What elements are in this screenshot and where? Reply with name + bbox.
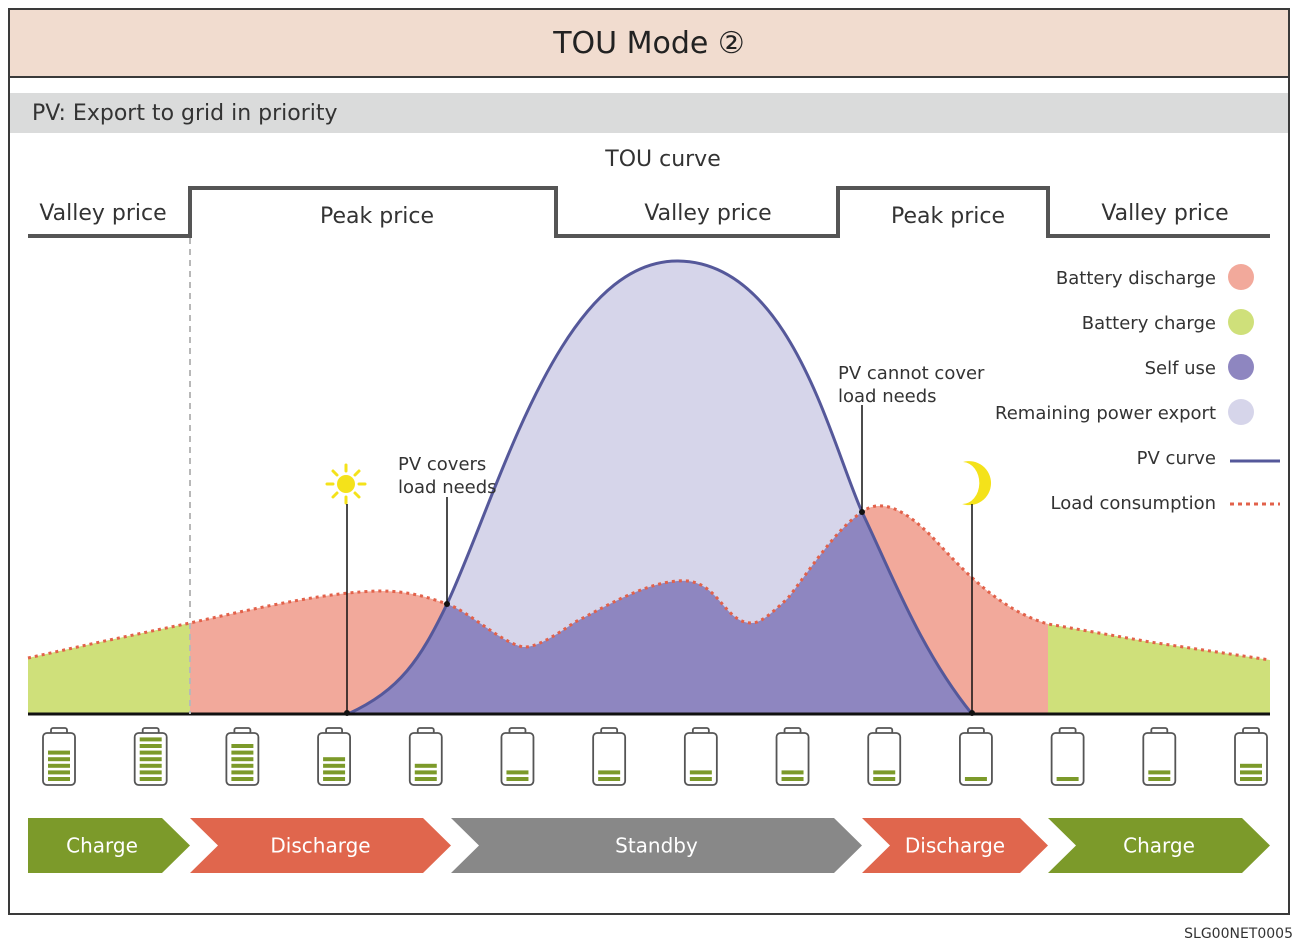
battery-discharge-area-evening [862, 505, 1048, 714]
battery-icon [225, 727, 260, 786]
annotation-pv-covers-line2: load needs [398, 477, 497, 498]
mode-label: Charge [1123, 834, 1195, 858]
mode-label: Discharge [270, 834, 370, 858]
battery-level-row [42, 727, 1268, 786]
tou-price-step-line [28, 186, 1270, 238]
subtitle-bar: PV: Export to grid in priority [10, 93, 1288, 133]
pv-curve-line [347, 259, 974, 716]
battery-icon [592, 727, 627, 786]
legend-label: Load consumption [1051, 493, 1216, 514]
legend-label: Self use [1145, 358, 1216, 379]
sunset-point [969, 710, 975, 716]
legend-swatch [1228, 309, 1254, 335]
battery-icon [683, 727, 718, 786]
battery-icon [775, 727, 810, 786]
mode-arrow-row: Charge Discharge Standby Discharge Charge [28, 818, 1270, 873]
legend-swatch [1228, 264, 1254, 290]
price-label-valley-1: Valley price [39, 201, 166, 226]
annotation-pv-cannot-cover-line1: PV cannot cover [838, 363, 985, 384]
legend-swatch [1228, 354, 1254, 380]
battery-icon [42, 727, 76, 786]
legend-label: Battery charge [1082, 313, 1216, 334]
mode-label: Standby [615, 834, 698, 858]
annotation-pv-covers-line1: PV covers [398, 454, 486, 475]
price-label-peak-1: Peak price [320, 204, 434, 229]
battery-icon [959, 727, 993, 786]
mode-arrow [190, 818, 451, 873]
mode-arrow [28, 818, 190, 873]
sunrise-point [344, 710, 350, 716]
battery-icon [1234, 727, 1268, 786]
battery-icon [317, 727, 351, 786]
battery-icon [867, 727, 902, 786]
page-title: TOU Mode ② [553, 25, 745, 61]
battery-icon [133, 727, 168, 786]
moon-icon [962, 461, 992, 506]
battery-icon [1142, 727, 1177, 786]
legend-label: PV curve [1137, 448, 1216, 469]
price-label-peak-2: Peak price [891, 204, 1005, 229]
title-bar: TOU Mode ② [10, 10, 1288, 78]
mode-arrow [1048, 818, 1270, 873]
battery-icon [500, 727, 535, 786]
legend-label: Battery discharge [1056, 268, 1216, 289]
legend-label: Remaining power export [995, 403, 1216, 424]
battery-icon [408, 727, 443, 786]
legend-swatch [1228, 399, 1254, 425]
annotation-pv-cannot-cover-line2: load needs [838, 386, 937, 407]
load-consumption-line [27, 504, 1271, 662]
pv-covers-point [444, 601, 450, 607]
footer-code: SLG00NET0005 [1184, 926, 1293, 942]
diagram-frame [8, 8, 1290, 915]
battery-charge-area-right [1048, 624, 1270, 714]
price-label-valley-3: Valley price [1101, 201, 1228, 226]
sun-icon [325, 463, 367, 505]
mode-label: Charge [66, 834, 138, 858]
mode-label: Discharge [905, 834, 1005, 858]
tou-curve-label: TOU curve [604, 147, 721, 172]
remaining-power-export-area [447, 260, 862, 648]
page-subtitle: PV: Export to grid in priority [32, 100, 338, 126]
battery-discharge-area-morning [190, 591, 447, 714]
price-label-valley-2: Valley price [644, 201, 771, 226]
battery-charge-area-left [28, 623, 190, 714]
pv-cannot-cover-point [859, 509, 865, 515]
mode-arrow [862, 818, 1048, 873]
battery-icon [1050, 727, 1085, 786]
mode-arrow [451, 818, 862, 873]
